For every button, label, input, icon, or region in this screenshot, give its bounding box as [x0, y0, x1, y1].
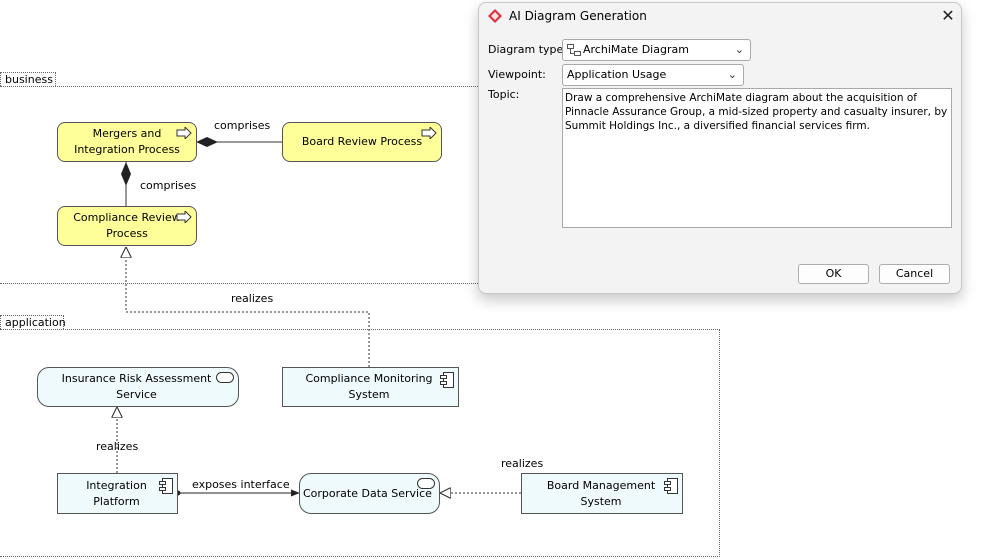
corporate-data-service[interactable]: Corporate Data Service: [299, 473, 440, 514]
business-group-tab: business: [0, 72, 56, 86]
application-group[interactable]: [0, 329, 720, 557]
app-logo-icon: [488, 9, 502, 23]
realizes-connector-1: [126, 248, 370, 367]
process-arrow-icon: [176, 211, 192, 223]
viewpoint-select[interactable]: Application Usage ⌄: [562, 64, 744, 86]
archimate-diagram-icon: [567, 44, 581, 56]
service-icon: [417, 478, 435, 489]
diagram-type-value: ArchiMate Diagram: [583, 43, 689, 56]
node-label: Insurance Risk Assessment Service: [61, 372, 212, 401]
application-group-tab: application: [0, 315, 66, 329]
process-arrow-icon: [421, 127, 437, 139]
node-label: Board Review Process: [301, 135, 423, 148]
component-icon: [159, 478, 173, 494]
node-label: Compliance Monitoring System: [305, 372, 433, 401]
edge-label-realizes-3: realizes: [501, 457, 544, 470]
composition-diamond-2: [121, 162, 131, 186]
topic-textarea[interactable]: Draw a comprehensive ArchiMate diagram a…: [562, 88, 952, 228]
application-group-label: application: [5, 316, 66, 329]
node-label: Mergers and Integration Process: [74, 127, 180, 156]
diagram-type-label: Diagram type:: [488, 43, 568, 56]
service-icon: [216, 372, 234, 383]
process-arrow-icon: [176, 127, 192, 139]
edge-label-comprises-2: comprises: [140, 179, 197, 192]
viewpoint-label: Viewpoint:: [488, 68, 546, 81]
node-label: Integration Platform: [86, 478, 147, 508]
chevron-down-icon: ⌄: [734, 43, 744, 56]
edge-label-realizes-1: realizes: [231, 292, 274, 305]
close-icon[interactable]: ✕: [941, 6, 955, 25]
insurance-risk-assessment-service[interactable]: Insurance Risk Assessment Service: [37, 367, 239, 407]
cancel-button[interactable]: Cancel: [879, 264, 950, 284]
business-group-label: business: [5, 73, 53, 86]
ok-button[interactable]: OK: [798, 264, 869, 284]
edge-label-realizes-2: realizes: [96, 440, 139, 453]
viewpoint-value: Application Usage: [567, 68, 667, 81]
board-review-process[interactable]: Board Review Process: [282, 122, 442, 162]
edge-label-comprises-1: comprises: [214, 119, 271, 132]
business-group[interactable]: [0, 86, 490, 284]
diagram-type-select[interactable]: ArchiMate Diagram ⌄: [562, 39, 751, 61]
mergers-integration-process[interactable]: Mergers and Integration Process: [57, 122, 197, 162]
composition-diamond-1: [196, 137, 218, 147]
compliance-review-process[interactable]: Compliance Review Process: [57, 206, 197, 246]
component-icon: [440, 372, 454, 388]
component-icon: [664, 478, 678, 494]
compliance-monitoring-system[interactable]: Compliance Monitoring System: [282, 367, 459, 407]
topic-label: Topic:: [488, 88, 520, 101]
chevron-down-icon: ⌄: [727, 68, 737, 81]
node-label: Corporate Data Service: [303, 486, 432, 500]
edge-label-exposes-interface: exposes interface: [192, 478, 290, 491]
integration-platform[interactable]: Integration Platform: [57, 473, 178, 514]
dialog-title: AI Diagram Generation: [509, 9, 647, 23]
ai-diagram-generation-dialog[interactable]: AI Diagram Generation ✕ Diagram type: Ar…: [478, 2, 962, 294]
node-label: Compliance Review Process: [73, 211, 181, 240]
node-label: Board Management System: [546, 478, 656, 508]
board-management-system[interactable]: Board Management System: [521, 473, 683, 514]
